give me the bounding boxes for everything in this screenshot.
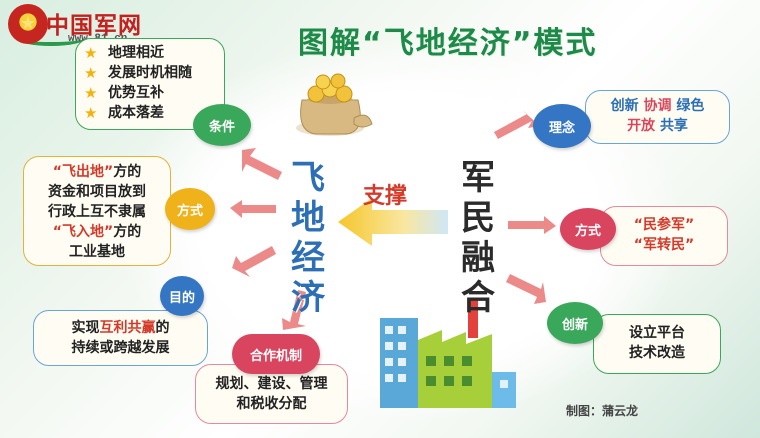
credit-text: 制图：蒲云龙 <box>566 404 639 418</box>
page-title: 图解“飞地经济”模式 <box>298 26 598 61</box>
logo-emblem-icon: ★ <box>8 4 48 44</box>
condition-bubble: 条件 <box>193 104 251 146</box>
condition-item: ★优势互补 <box>84 84 164 102</box>
connector-arrows-left <box>230 148 306 330</box>
arrow-to-coop <box>282 290 306 330</box>
innovation-bubble: 创新 <box>547 302 603 344</box>
arrow-to-condition <box>242 148 282 180</box>
star-icon: ★ <box>84 104 98 122</box>
concept-box: 创新 协调 绿色 开放 共享 <box>585 90 730 144</box>
concept-bubble: 理念 <box>533 104 591 148</box>
arrow-to-innovation <box>506 274 546 304</box>
factory-icon <box>380 298 516 408</box>
innovation-box: 设立平台 技术改造 <box>593 314 721 374</box>
method-left-box: “飞出地”方的 资金和项目放到 行政上互不隶属 “飞入地”方的 工业基地 <box>23 156 171 266</box>
support-label: 支撑 <box>363 184 408 209</box>
star-icon: ★ <box>84 84 98 102</box>
arrow-to-purpose <box>232 246 276 277</box>
arrow-to-method-left <box>230 200 276 218</box>
civil-military-label: 军 民 融 合 <box>461 158 495 318</box>
money-bag-icon <box>296 73 373 136</box>
method-right-box: “民参军” “军转民” <box>600 206 728 266</box>
coop-bubble: 合作机制 <box>232 334 320 374</box>
logo-text: 中国军网 <box>46 12 142 38</box>
method-left-bubble: 方式 <box>165 188 215 230</box>
coop-box: 规划、建设、管理 和税收分配 <box>195 364 348 424</box>
support-arrow <box>338 198 448 246</box>
star-icon: ★ <box>84 44 98 62</box>
enclave-economy-label: 飞 地 经 济 <box>291 158 325 318</box>
arrow-to-concept <box>494 110 540 139</box>
method-right-bubble: 方式 <box>560 208 616 250</box>
purpose-bubble: 目的 <box>160 276 204 316</box>
condition-item: ★地理相近 <box>84 44 164 62</box>
arrow-to-method-right <box>508 216 556 234</box>
connector-arrows-right <box>494 110 556 304</box>
star-icon: ★ <box>84 64 98 82</box>
logo-swoosh <box>16 30 86 46</box>
condition-item: ★发展时机相随 <box>84 64 192 82</box>
condition-item: ★成本落差 <box>84 104 164 122</box>
purpose-box: 实现互利共赢的 持续或跨越发展 <box>33 310 208 366</box>
